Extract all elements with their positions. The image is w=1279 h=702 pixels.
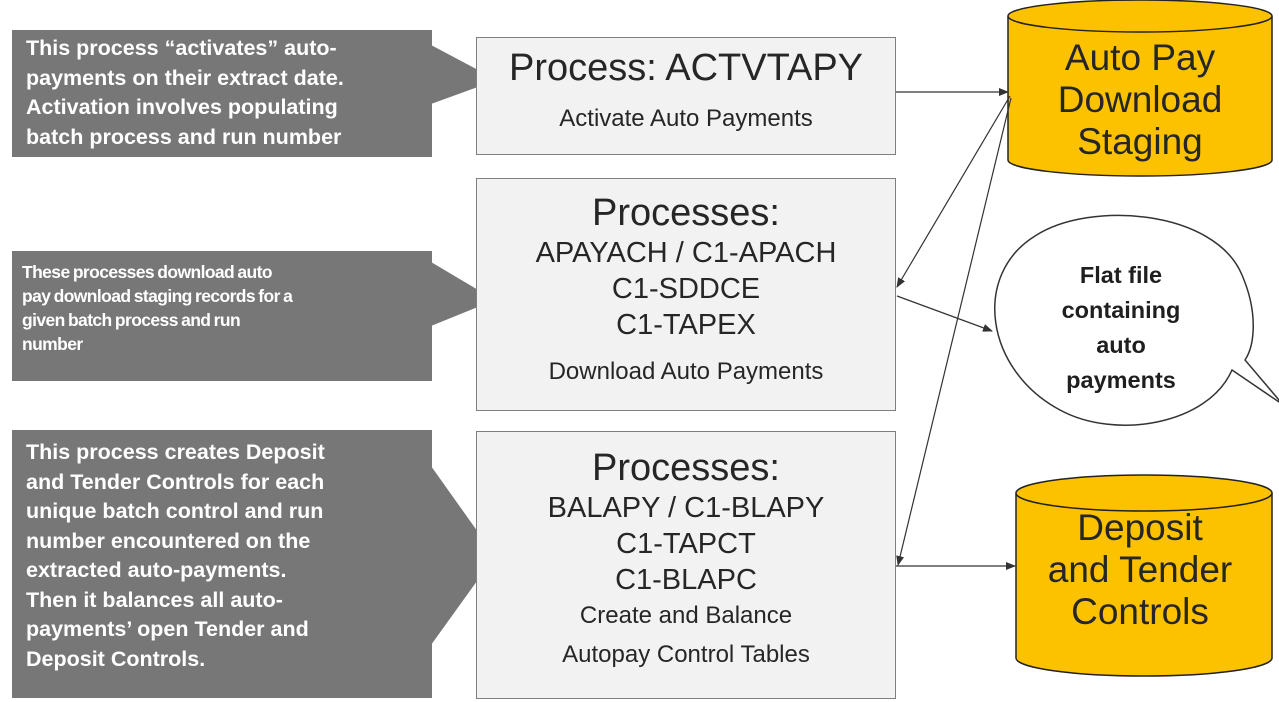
controls-label-line: and Tender — [1047, 549, 1233, 590]
staging-label-line: Staging — [1077, 121, 1203, 162]
note-download-line: These processes download auto — [22, 262, 273, 282]
staging-label: Auto Pay Download Staging — [1008, 37, 1272, 163]
process-box-download: Processes: APAYACH / C1-APACH C1-SDDCE C… — [476, 178, 896, 411]
controls-cylinder — [1015, 474, 1273, 677]
process-code: C1-TAPEX — [616, 309, 756, 341]
flat-file-label-line: Flat file — [1079, 262, 1163, 288]
process-code: C1-TAPCT — [616, 528, 756, 560]
process-subtitle: Activate Auto Payments — [559, 105, 813, 132]
note-balance-line: number encountered on the — [26, 528, 311, 553]
note-balance: This process creates Deposit and Tender … — [12, 430, 432, 698]
flat-file-label-line: auto — [1096, 332, 1146, 358]
process-box-balance: Processes: BALAPY / C1-BLAPY C1-TAPCT C1… — [476, 431, 896, 699]
process-box-activate: Process: ACTVTAPY Activate Auto Payments — [476, 37, 896, 155]
staging-label-line: Auto Pay — [1064, 37, 1216, 78]
staging-label-line: Download — [1057, 79, 1223, 120]
flat-file-bubble — [994, 214, 1279, 426]
process-subtitle: Download Auto Payments — [548, 358, 824, 385]
flat-file-label: Flat file containing auto payments — [1000, 258, 1242, 398]
note-balance-line: extracted auto-payments. — [26, 558, 287, 582]
process-code: APAYACH / C1-APACH — [535, 237, 837, 269]
note-activate-line: This process “activates” auto- — [26, 36, 337, 60]
note-balance-pointer — [431, 466, 495, 645]
process-code: C1-SDDCE — [611, 273, 761, 305]
process-code: C1-BLAPC — [615, 564, 757, 596]
note-balance-line: unique batch control and run — [26, 499, 324, 523]
controls-label-line: Deposit — [1077, 507, 1203, 548]
process-title: Processes: — [592, 447, 780, 489]
note-balance-line: This process creates Deposit — [26, 440, 325, 464]
note-download-line: given batch process and run — [22, 310, 241, 330]
note-download-line: pay download staging records for a — [22, 286, 293, 306]
flat-file-label-line: payments — [1066, 367, 1176, 393]
note-balance-line: Then it balances all auto- — [26, 587, 283, 612]
note-download: These processes download auto pay downlo… — [12, 251, 432, 381]
arrow-download-to-flat-file — [896, 295, 993, 332]
note-download-pointer — [431, 262, 495, 326]
process-subtitle-line2: Autopay Control Tables — [562, 641, 810, 668]
note-activate: This process “activates” auto- payments … — [12, 30, 432, 157]
note-activate-pointer — [431, 45, 497, 104]
staging-cylinder — [1007, 0, 1273, 177]
process-title: Process: ACTVTAPY — [508, 47, 864, 89]
note-download-line: number — [22, 334, 83, 354]
flat-file-label-line: containing — [1061, 297, 1181, 323]
process-subtitle: Create and Balance — [579, 602, 793, 629]
note-balance-line: payments’ open Tender and — [26, 617, 309, 641]
note-activate-line: payments on their extract date. — [26, 65, 344, 90]
controls-label-line: Controls — [1071, 591, 1209, 632]
controls-label: Deposit and Tender Controls — [1008, 507, 1272, 633]
note-balance-line: and Tender Controls for each — [26, 469, 325, 494]
arrow-staging-to-download — [896, 95, 1011, 288]
process-code: BALAPY / C1-BLAPY — [547, 492, 825, 524]
process-title: Processes: — [592, 192, 780, 234]
arrow-staging-to-balance — [896, 97, 1012, 566]
note-activate-line: Activation involves populating — [26, 95, 338, 119]
note-activate-line: batch process and run number — [26, 124, 342, 149]
note-balance-line: Deposit Controls. — [26, 646, 206, 671]
